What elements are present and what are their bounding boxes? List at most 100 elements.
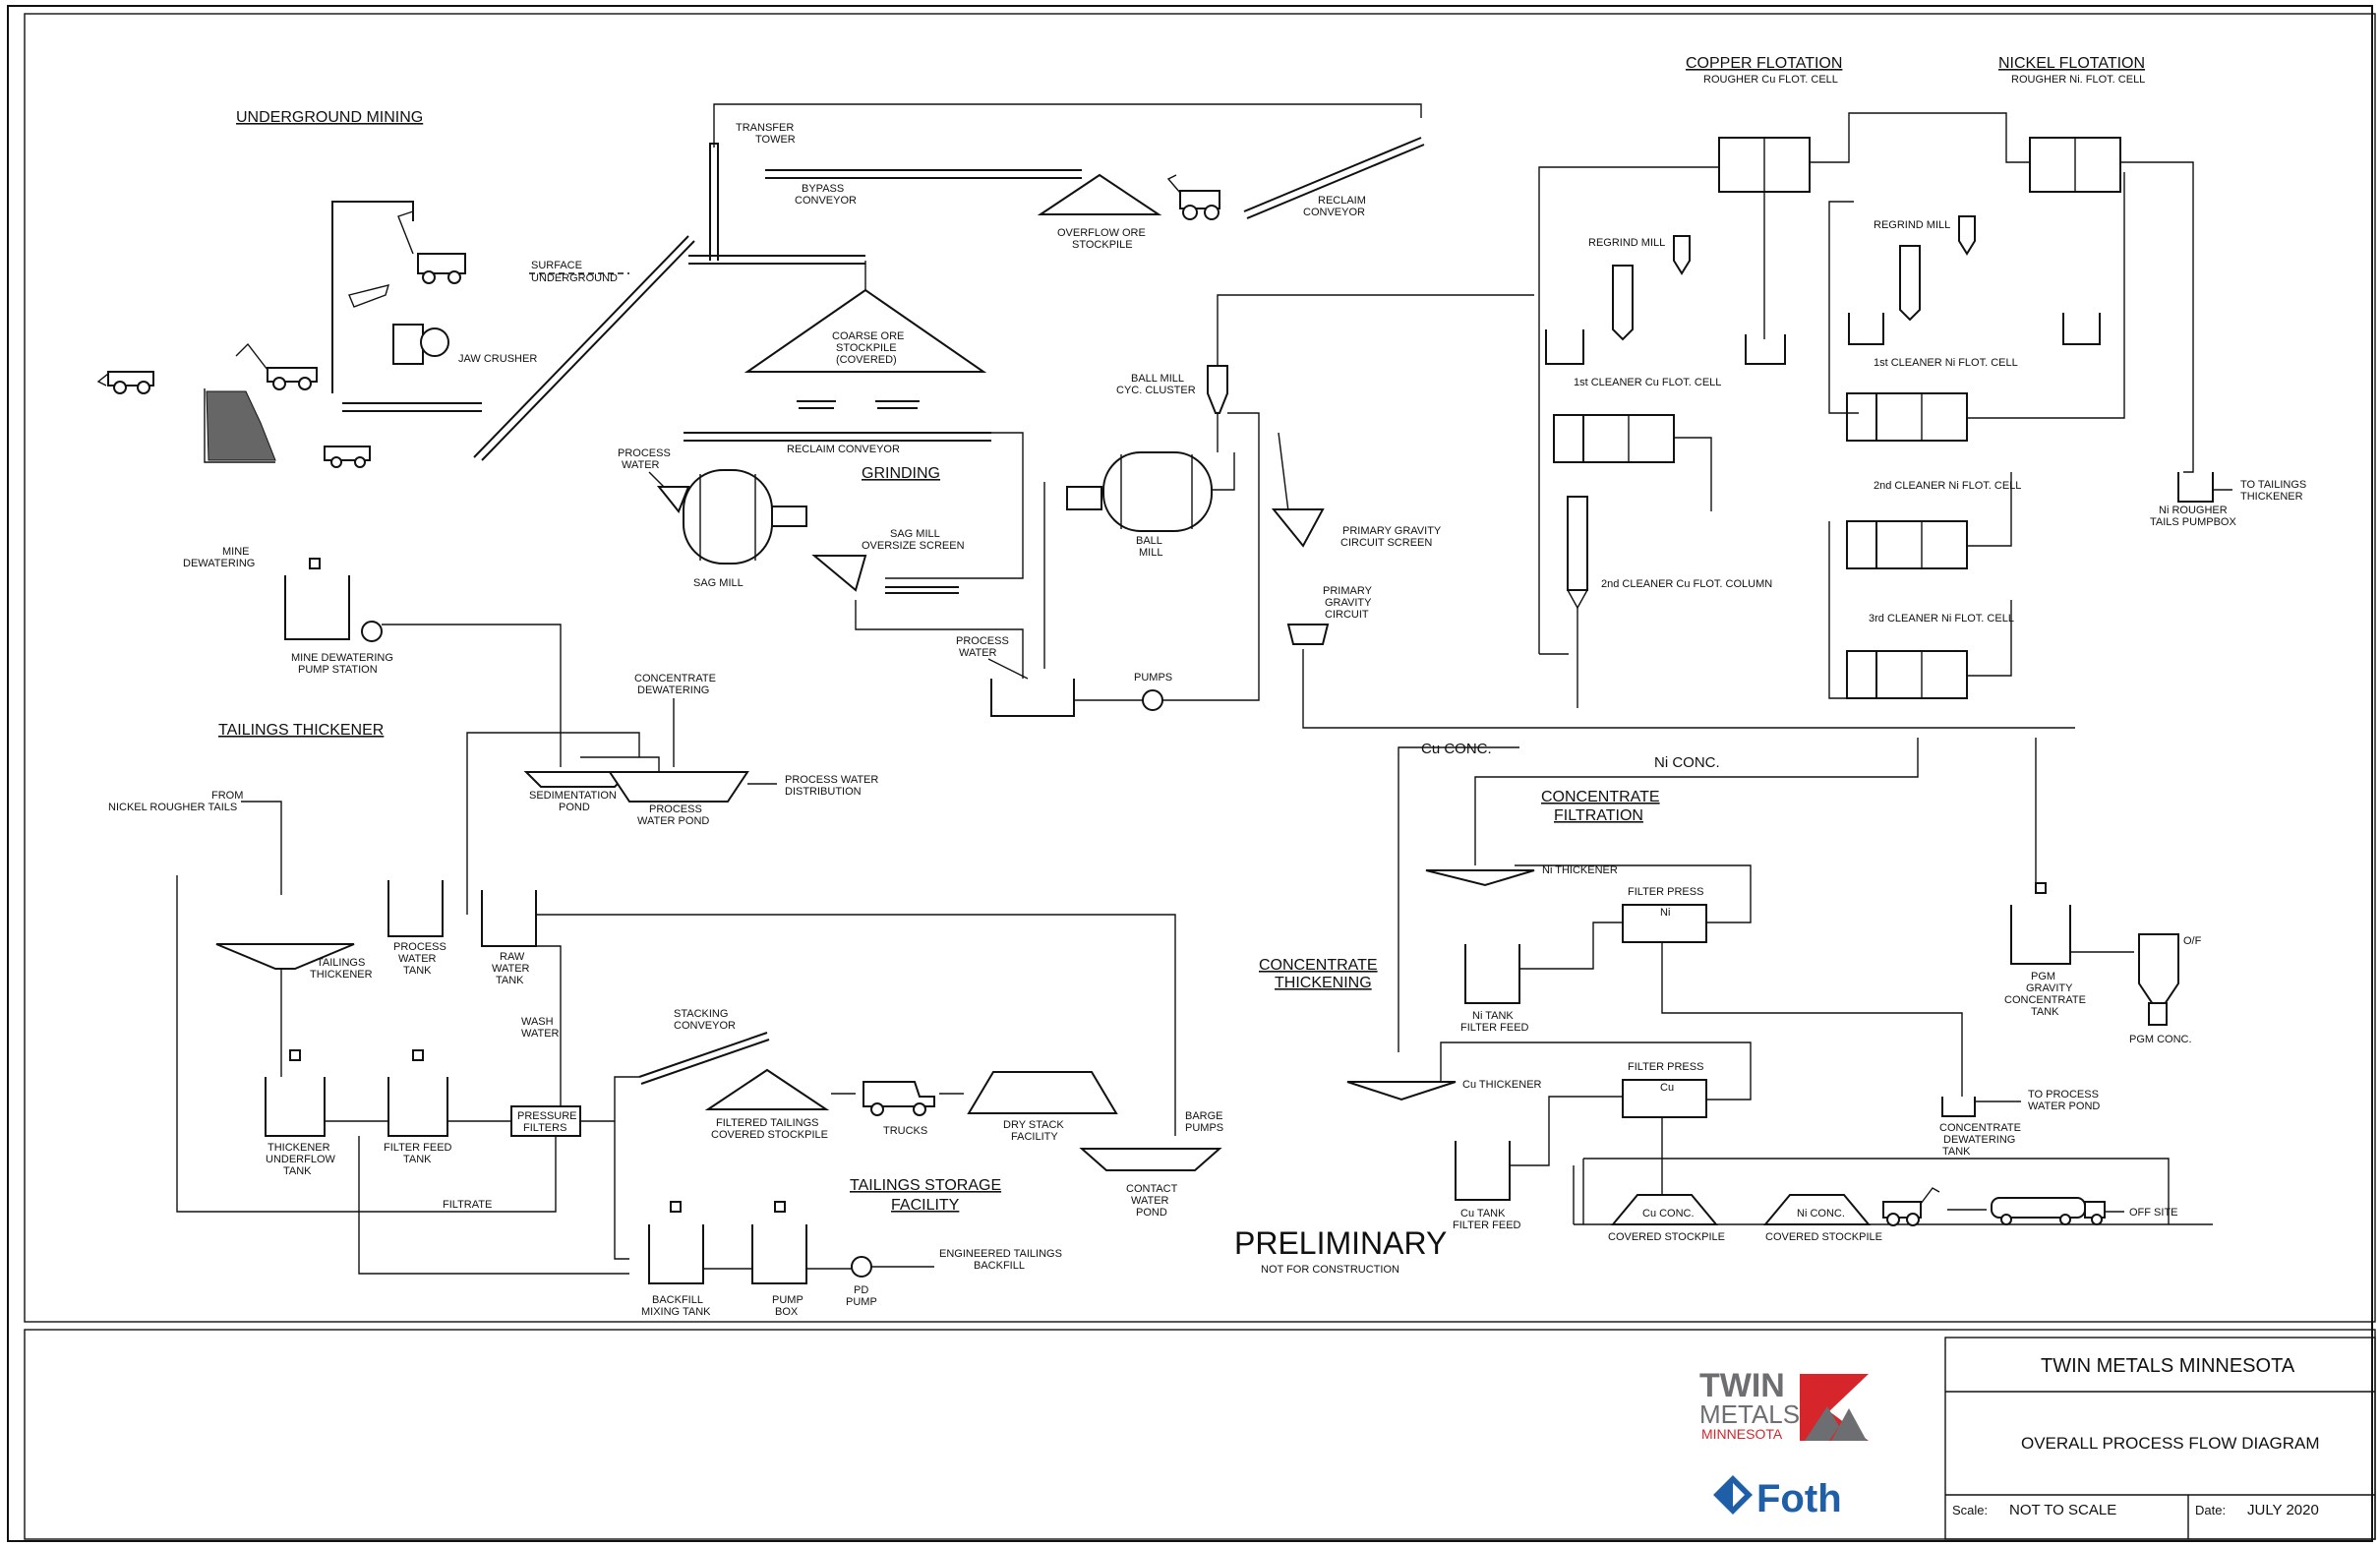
label-rwt-3: TANK xyxy=(496,975,524,986)
cu-regrind-sump xyxy=(1546,329,1583,364)
label-pb-2: BOX xyxy=(775,1306,799,1318)
label-process-water-1b: WATER xyxy=(622,459,660,471)
label-cdt-3: TANK xyxy=(1942,1146,1971,1158)
conc-dewatering-tank xyxy=(1942,1097,1975,1116)
label-pgm-conc: PGM CONC. xyxy=(2129,1034,2192,1045)
label-regrind-cu: REGRIND MILL xyxy=(1588,237,1665,249)
label-cs-2: COVERED STOCKPILE xyxy=(1765,1231,1882,1243)
label-to-tt-2: THICKENER xyxy=(2240,491,2303,503)
label-tut-3: TANK xyxy=(283,1165,312,1177)
sag-mill-icon xyxy=(684,470,772,564)
transfer-conveyor xyxy=(688,256,865,264)
label-dry-stack-2: FACILITY xyxy=(1011,1131,1058,1143)
label-pgm-2: GRAVITY xyxy=(2026,982,2073,994)
label-jaw-crusher: JAW CRUSHER xyxy=(458,353,537,365)
label-cu-tank-2: FILTER FEED xyxy=(1453,1220,1521,1231)
label-sag-mill: SAG MILL xyxy=(693,577,744,589)
mine-dewatering-tank xyxy=(285,575,349,639)
label-cdt-2: DEWATERING xyxy=(1943,1134,2015,1146)
outer-frame xyxy=(8,6,2372,1541)
section-tailings-storage-1: TAILINGS STORAGE xyxy=(850,1177,1001,1194)
label-cyclone-2: CYC. CLUSTER xyxy=(1116,385,1196,396)
pd-pump xyxy=(852,1257,871,1277)
label-cu-tank-1: Cu TANK xyxy=(1460,1208,1506,1220)
label-regrind-ni: REGRIND MILL xyxy=(1874,219,1950,231)
label-fp-ni: FILTER PRESS xyxy=(1628,886,1703,898)
label-from-2: NICKEL ROUGHER TAILS xyxy=(108,802,237,813)
label-mdps-2: PUMP STATION xyxy=(298,664,378,676)
label-cu-thickener: Cu THICKENER xyxy=(1462,1079,1542,1091)
label-reclaim-top-1: RECLAIM xyxy=(1318,195,1366,207)
label-cwp-1: CONTACT xyxy=(1126,1183,1178,1195)
cu-cleaner1-feed xyxy=(1554,415,1583,462)
pgm-drum-icon xyxy=(2149,1003,2167,1025)
label-pw-pond-2: WATER POND xyxy=(637,815,709,827)
label-filtrate: FILTRATE xyxy=(443,1199,492,1211)
section-nickel-flotation: NICKEL FLOTATION xyxy=(1998,55,2145,72)
label-conc-dewater-2: DEWATERING xyxy=(637,684,709,696)
section-tailings-storage-2: FACILITY xyxy=(891,1197,960,1214)
mine-dewatering-pump xyxy=(362,622,382,641)
label-underground: UNDERGROUND xyxy=(531,272,618,284)
label-coarse-3: (COVERED) xyxy=(836,354,897,366)
twin-metals-logo: TWIN METALS MINNESOTA xyxy=(1699,1367,1869,1442)
reclaim-conveyor xyxy=(684,433,991,441)
label-pd-1: PD xyxy=(854,1284,868,1296)
scale-value: NOT TO SCALE xyxy=(2009,1502,2116,1518)
label-pf-1: PRESSURE xyxy=(517,1110,577,1122)
cyclone-feed-sump xyxy=(991,679,1074,716)
label-barge-1: BARGE xyxy=(1185,1110,1223,1122)
label-grav-circuit-3: CIRCUIT xyxy=(1325,609,1369,621)
cu-cleaner2-column xyxy=(1568,497,1587,590)
label-bmt-2: MIXING TANK xyxy=(641,1306,711,1318)
label-grav-screen-1: PRIMARY GRAVITY xyxy=(1342,525,1442,537)
label-tailings-thickener-2: THICKENER xyxy=(310,969,373,981)
date-value: JULY 2020 xyxy=(2247,1502,2319,1518)
ore-pile xyxy=(207,391,275,460)
thickener-underflow-tank xyxy=(266,1077,325,1136)
section-concentrate-thickening-2: THICKENING xyxy=(1275,975,1372,991)
label-cleaner3-ni: 3rd CLEANER Ni FLOT. CELL xyxy=(1869,613,2014,625)
label-ft-1: FILTERED TAILINGS xyxy=(716,1117,819,1129)
jaw-crusher-icon xyxy=(393,325,423,364)
cyclone-overflow-line xyxy=(1218,295,1534,366)
regrind-mill-cu xyxy=(1613,266,1633,339)
ni-cleaner3-feed xyxy=(1847,651,1876,698)
label-fft-1: FILTER FEED xyxy=(384,1142,452,1154)
label-pf-2: FILTERS xyxy=(523,1122,566,1134)
raw-water-tank xyxy=(482,890,536,946)
label-grav-circuit-1: PRIMARY xyxy=(1323,585,1373,597)
label-overflow-1: OVERFLOW ORE xyxy=(1057,227,1146,239)
section-underground-mining: UNDERGROUND MINING xyxy=(236,109,423,126)
label-process-water-1a: PROCESS xyxy=(618,447,671,459)
ball-mill-cyclone-icon xyxy=(1208,366,1227,413)
label-pd-2: PUMP xyxy=(846,1296,877,1308)
surface-incline-conveyor xyxy=(474,236,694,460)
label-rwt-2: WATER xyxy=(492,963,530,975)
label-pumps: PUMPS xyxy=(1134,672,1172,684)
haul-truck-icon xyxy=(398,211,465,283)
transfer-tower xyxy=(710,144,718,261)
label-cu-conc: Cu CONC. xyxy=(1421,741,1492,757)
regrind-mill-ni xyxy=(1900,246,1920,320)
ni-cleaner1-feed xyxy=(1847,393,1876,441)
pump-box xyxy=(752,1224,806,1283)
gravity-concentrator xyxy=(1288,625,1328,644)
ni-filter-feed-tank xyxy=(1465,944,1519,1003)
label-nrtp-1: Ni ROUGHER xyxy=(2159,505,2228,516)
label-cleaner2-cu: 2nd CLEANER Cu FLOT. COLUMN xyxy=(1601,578,1772,590)
label-ni-conc: Ni CONC. xyxy=(1654,754,1720,771)
label-stacking-2: CONVEYOR xyxy=(674,1020,736,1032)
underground-conveyor xyxy=(342,403,482,411)
cyclone-feed-pump xyxy=(1143,690,1162,710)
label-tut-2: UNDERFLOW xyxy=(266,1154,336,1165)
bypass-conveyor xyxy=(765,170,1082,178)
label-bypass-1: BYPASS xyxy=(802,183,844,195)
label-ni-tank-1: Ni TANK xyxy=(1472,1010,1514,1022)
label-cu-pile: Cu CONC. xyxy=(1642,1208,1695,1220)
regrind-cyclone-ni xyxy=(1959,216,1975,254)
label-pb-1: PUMP xyxy=(772,1294,803,1306)
drill-rig-icon xyxy=(236,344,317,389)
label-pwd-1: PROCESS WATER xyxy=(785,774,878,786)
